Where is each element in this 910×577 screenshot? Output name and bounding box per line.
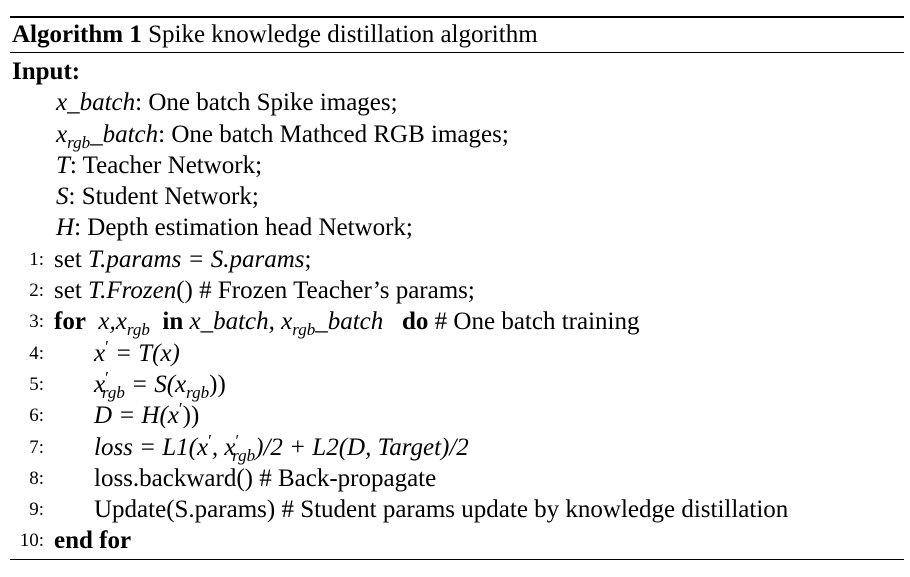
line-number: 2: — [29, 280, 44, 302]
input-label: Input: — [12, 58, 81, 85]
algorithm-step: 1: set T.params = S.params; — [10, 244, 904, 275]
algorithm-body: Input: x_batch: One batch Spike images; … — [10, 53, 904, 559]
keyword-do: do — [402, 308, 429, 336]
input-text: : Depth estimation head Network; — [74, 214, 413, 242]
algorithm-step: 4: x′ = T(x) — [10, 338, 904, 369]
keyword-in: in — [162, 308, 184, 336]
line-number: 3: — [29, 311, 44, 333]
line-number: 9: — [29, 499, 44, 521]
algorithm-step: 6: D = H(x′)) — [10, 400, 904, 431]
line-number: 10: — [19, 530, 44, 552]
bottom-rule — [10, 558, 904, 560]
line-number: 6: — [29, 405, 44, 427]
input-item: x_batch: One batch Spike images; — [10, 87, 904, 118]
line-number: 5: — [29, 373, 44, 395]
input-text: : Teacher Network; — [69, 151, 263, 179]
input-var: S — [56, 183, 69, 211]
keyword-for: for — [54, 308, 86, 336]
algorithm-step: 9: Update(S.params) # Student params upd… — [10, 494, 904, 525]
line-number: 1: — [29, 248, 44, 270]
input-item: T: Teacher Network; — [10, 150, 904, 181]
input-var: H — [56, 214, 75, 242]
input-text: : One batch Mathced RGB images; — [158, 120, 509, 148]
input-var: x_batch — [56, 89, 136, 117]
input-item: H: Depth estimation head Network; — [10, 212, 904, 243]
input-text: : Student Network; — [68, 183, 259, 211]
caption-label: Algorithm 1 — [12, 21, 142, 48]
algorithm-block: Algorithm 1 Spike knowledge distillation… — [10, 16, 904, 560]
algorithm-step: 2: set T.Frozen() # Frozen Teacher’s par… — [10, 275, 904, 306]
line-number: 4: — [29, 342, 44, 364]
top-rule — [10, 16, 904, 18]
caption-title: Spike knowledge distillation algorithm — [148, 21, 538, 48]
algorithm-step: 10: end for — [10, 525, 904, 556]
input-var: T — [56, 151, 70, 179]
input-text: : One batch Spike images; — [135, 89, 398, 117]
line-number: 8: — [29, 467, 44, 489]
input-header: Input: — [10, 56, 904, 87]
input-item: xrgb_batch: One batch Mathced RGB images… — [10, 119, 904, 152]
caption-rule — [10, 52, 904, 53]
algorithm-step: 7: loss = L1(x′, x′rgb)/2 + L2(D, Target… — [10, 432, 904, 464]
algorithm-caption: Algorithm 1 Spike knowledge distillation… — [10, 18, 904, 52]
line-number: 7: — [29, 436, 44, 458]
input-var: xrgb_batch — [56, 120, 159, 152]
algorithm-step: 5: x′rgb = S(xrgb)) — [10, 369, 904, 401]
keyword-end-for: end for — [54, 527, 132, 555]
algorithm-step: 8: loss.backward() # Back-propagate — [10, 463, 904, 494]
algorithm-step: 3: for x,xrgb in x_batch, xrgb_batch do … — [10, 306, 904, 338]
input-item: S: Student Network; — [10, 181, 904, 212]
